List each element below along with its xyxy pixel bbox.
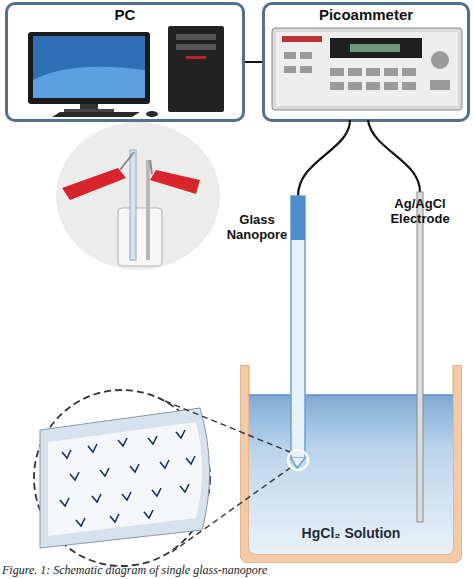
- tower-light: [186, 56, 206, 59]
- meter-display: [330, 38, 422, 58]
- molecule: [130, 464, 139, 472]
- molecule: [70, 472, 79, 480]
- button: [348, 82, 362, 90]
- beaker: HgCl₂ Solution: [240, 365, 462, 563]
- tip-highlight: [288, 450, 308, 470]
- beaker-wall: [240, 365, 462, 563]
- molecule: [148, 436, 157, 444]
- button: [330, 68, 344, 76]
- photo-clip: [150, 170, 200, 194]
- molecule: [160, 460, 169, 468]
- photo-electrode: [146, 160, 150, 260]
- meter-buttons: [284, 51, 450, 90]
- button: [402, 68, 416, 76]
- button: [384, 82, 398, 90]
- pore-lumen: [48, 422, 202, 536]
- button: [300, 52, 312, 59]
- wires: [298, 120, 420, 196]
- knob: [431, 51, 449, 69]
- molecule: [60, 498, 69, 506]
- box-title: PC: [8, 6, 242, 23]
- button: [300, 66, 312, 73]
- molecule: [144, 510, 153, 518]
- picoammeter-illustration: [272, 28, 462, 110]
- photo-background: [56, 122, 220, 270]
- keyboard: [52, 112, 140, 117]
- molecule: [180, 484, 189, 492]
- monitor-frame: [28, 32, 150, 104]
- molecule: [76, 518, 85, 526]
- computer-illustration: [28, 26, 224, 117]
- molecule: [122, 492, 131, 500]
- molecule: [118, 438, 127, 446]
- molecule: [110, 514, 119, 522]
- display-digits: [350, 44, 400, 52]
- molecule: [100, 468, 109, 476]
- meter-panel: [276, 32, 458, 106]
- connector-line: [245, 61, 262, 63]
- electrode-rod: [417, 192, 423, 522]
- meter-logo: [282, 36, 322, 42]
- photo-wire: [150, 160, 152, 174]
- photo-inset: [56, 122, 220, 270]
- molecule: [88, 444, 97, 452]
- wire: [298, 120, 350, 196]
- button: [366, 82, 380, 90]
- button: [330, 82, 344, 90]
- photo-tube: [130, 150, 136, 260]
- button: [430, 80, 450, 90]
- button: [284, 66, 296, 73]
- nanopore-label: Glass Nanopore: [224, 212, 290, 242]
- zoom-leader: [165, 401, 290, 452]
- nanopore-tube: [291, 196, 305, 458]
- drive-bay: [176, 34, 216, 40]
- mouse: [146, 111, 158, 117]
- wire: [368, 120, 420, 192]
- molecule: [186, 456, 195, 464]
- button: [348, 68, 362, 76]
- button: [284, 52, 296, 59]
- ag-agcl-electrode-illustration: [417, 192, 423, 522]
- picoammeter-box: Picoammeter: [262, 2, 470, 122]
- pore-wall: [40, 408, 210, 548]
- molecule: [176, 430, 185, 438]
- glass-nanopore-illustration: [165, 196, 308, 552]
- electrode-label: Ag/AgCl Electrode: [384, 196, 456, 226]
- photo-wire: [120, 152, 134, 170]
- figure-caption: Figure. 1: Schematic diagram of single g…: [2, 563, 474, 578]
- zoom-leader: [172, 468, 290, 552]
- molecule: [152, 488, 161, 496]
- drive-bay: [176, 44, 216, 50]
- nanopore-top: [291, 196, 305, 240]
- box-title: Picoammeter: [265, 6, 467, 23]
- liquid-surface: [249, 394, 453, 396]
- monitor-screen: [33, 36, 145, 98]
- solution-label: HgCl₂ Solution: [240, 525, 462, 541]
- magnifier-circle: [34, 390, 210, 566]
- meter-body: [272, 28, 462, 110]
- button: [402, 82, 416, 90]
- button: [384, 68, 398, 76]
- molecule: [92, 494, 101, 502]
- pc-box: PC: [5, 2, 245, 122]
- magnified-view: [34, 390, 210, 566]
- molecule: [62, 450, 71, 458]
- molecules: [60, 430, 195, 526]
- nanopore-tip: [291, 458, 305, 468]
- photo-vial: [118, 208, 162, 266]
- pc-tower: [168, 26, 224, 112]
- button: [366, 68, 380, 76]
- screen-wave: [33, 67, 145, 98]
- photo-clip: [62, 168, 126, 200]
